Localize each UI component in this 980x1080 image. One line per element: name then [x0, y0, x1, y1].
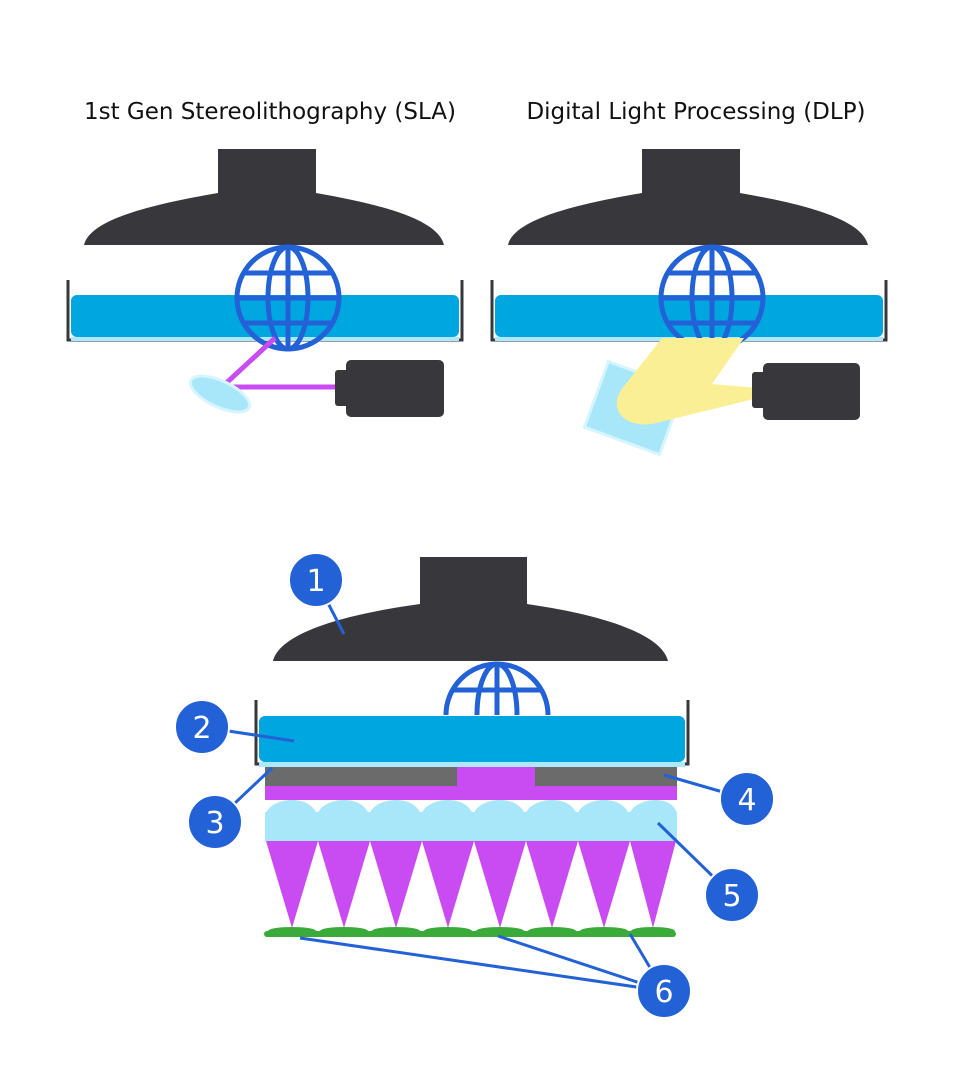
callout-6: 6	[636, 963, 692, 1019]
dlp-panel	[490, 149, 888, 457]
lcd-panel	[254, 557, 690, 937]
svg-text:4: 4	[737, 783, 756, 818]
sla-vat-film	[71, 337, 459, 341]
svg-text:6: 6	[654, 975, 673, 1010]
callout-1: 1	[288, 552, 344, 608]
callout-3: 3	[187, 794, 243, 850]
dlp-globe-icon	[661, 247, 763, 349]
dlp-resin	[495, 295, 883, 337]
sla-laser-source-icon	[335, 360, 444, 417]
callout-4: 4	[719, 771, 775, 827]
sla-title: 1st Gen Stereolithography (SLA)	[84, 99, 456, 125]
svg-text:1: 1	[306, 564, 325, 599]
lens-array-icon	[265, 799, 677, 841]
lcd-vat-film	[259, 762, 685, 767]
sla-panel	[66, 149, 464, 417]
light-cones	[266, 841, 676, 928]
sla-resin	[71, 295, 459, 337]
dlp-build-platform-icon	[508, 149, 868, 245]
lcd-resin	[259, 716, 685, 762]
dlp-projector-icon	[752, 363, 860, 420]
svg-text:2: 2	[192, 711, 211, 746]
svg-text:5: 5	[722, 879, 741, 914]
dlp-title: Digital Light Processing (DLP)	[526, 99, 865, 125]
callout-5: 5	[704, 867, 760, 923]
svg-text:3: 3	[205, 806, 224, 841]
uv-light-band	[265, 786, 677, 800]
lcd-build-platform-icon	[273, 557, 668, 661]
led-array-icon	[264, 927, 676, 937]
lcd-globe-icon	[446, 664, 548, 715]
callout-2: 2	[174, 699, 230, 755]
sla-globe-icon	[237, 247, 339, 349]
sla-build-platform-icon	[84, 149, 444, 245]
dlp-light-beam	[616, 338, 758, 425]
sla-mirror-icon	[188, 374, 252, 414]
lcd-mask-opening	[457, 767, 535, 786]
